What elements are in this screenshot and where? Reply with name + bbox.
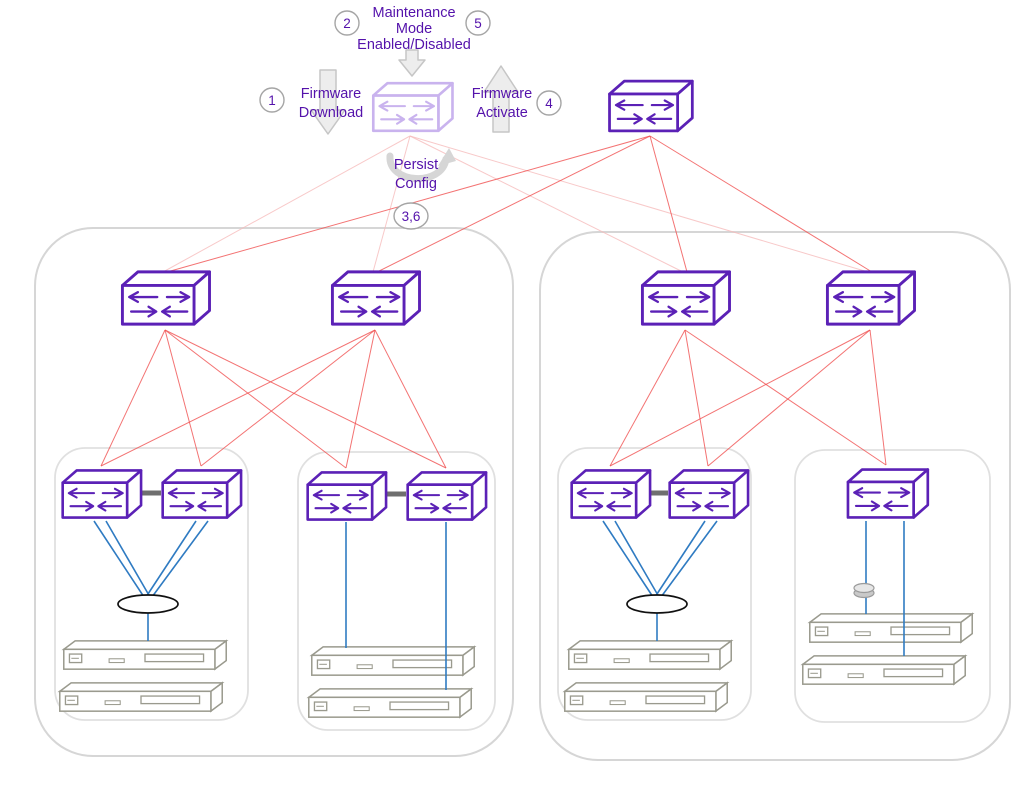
core-uplink-line bbox=[649, 135, 873, 273]
server-link-line bbox=[654, 520, 706, 598]
switches bbox=[61, 79, 930, 521]
label-line: Enabled/Disabled bbox=[357, 37, 471, 53]
server-link-line bbox=[145, 520, 197, 598]
spine-downlink-line bbox=[164, 329, 447, 469]
upgrading-switch-icon bbox=[371, 81, 454, 133]
server-link-line bbox=[151, 520, 209, 598]
persist-config-arrowhead bbox=[438, 148, 456, 166]
badge-number: 2 bbox=[343, 16, 351, 31]
firmware-activate-label: Firmware Activate bbox=[472, 86, 532, 121]
upgrading-uplink-line bbox=[409, 135, 684, 273]
spine-downlink-line bbox=[684, 329, 709, 467]
spine-switch-1-icon bbox=[120, 270, 212, 326]
badge-circle bbox=[334, 10, 360, 36]
server-icon bbox=[809, 613, 973, 643]
persist-config-label: Persist Config bbox=[394, 157, 438, 192]
spine-downlink-lines bbox=[100, 329, 887, 469]
core-switch-icon bbox=[608, 79, 694, 133]
maintenance-mode-label: Maintenance Mode Enabled/Disabled bbox=[357, 5, 471, 53]
disk-icon bbox=[853, 582, 875, 594]
server-link-line bbox=[105, 520, 151, 598]
step-badge-1: 1 bbox=[259, 87, 285, 113]
badge-circle bbox=[465, 10, 491, 36]
leaf-switch-3a-icon bbox=[570, 469, 652, 519]
label-line: Persist bbox=[394, 157, 438, 173]
server-icon bbox=[564, 682, 728, 712]
label-line: Firmware bbox=[472, 86, 532, 102]
spine-downlink-line bbox=[100, 329, 166, 467]
spine-downlink-line bbox=[869, 329, 887, 466]
badge-number: 4 bbox=[545, 96, 553, 111]
server-link-line bbox=[660, 520, 718, 598]
link-aggregation-ellipse bbox=[117, 594, 179, 614]
spine-downlink-line bbox=[609, 329, 686, 467]
spine-downlink-line bbox=[707, 329, 871, 467]
firmware-activate-arrow bbox=[483, 65, 519, 133]
badge-number: 5 bbox=[474, 16, 482, 31]
step-badge-5: 5 bbox=[465, 10, 491, 36]
label-line: Firmware bbox=[301, 86, 361, 102]
server-link-line bbox=[93, 520, 145, 598]
core-uplink-line bbox=[649, 135, 688, 273]
server-link-line bbox=[614, 520, 660, 598]
persist-config-arrow bbox=[386, 152, 450, 183]
badge-circle bbox=[259, 87, 285, 113]
server-link-lines bbox=[93, 520, 905, 690]
spine-downlink-line bbox=[374, 329, 447, 469]
upgrading-uplink-line bbox=[162, 135, 411, 273]
badge-circle bbox=[393, 202, 429, 230]
aggregation-shapes bbox=[117, 582, 875, 614]
upgrading-uplink-line bbox=[372, 135, 411, 273]
spine-downlink-line bbox=[345, 329, 376, 469]
label-line: Maintenance bbox=[372, 5, 455, 21]
spine-downlink-line bbox=[684, 329, 887, 466]
spine-downlink-line bbox=[200, 329, 376, 467]
step-badge-4: 4 bbox=[536, 90, 562, 116]
spine-switch-2-icon bbox=[330, 270, 422, 326]
leaf-switch-3b-icon bbox=[668, 469, 750, 519]
step-badge-2: 2 bbox=[334, 10, 360, 36]
spine-downlink-line bbox=[164, 329, 347, 469]
rack-group-2b bbox=[794, 449, 991, 723]
label-line: Mode bbox=[396, 21, 432, 37]
server-icon bbox=[568, 640, 732, 670]
workflow-annotations: Maintenance Mode Enabled/Disabled Firmwa… bbox=[259, 5, 562, 230]
spine-downlink-line bbox=[164, 329, 202, 467]
server-icon bbox=[308, 688, 472, 718]
spine-switch-3-icon bbox=[640, 270, 732, 326]
server-link-line bbox=[602, 520, 654, 598]
firmware-download-arrow bbox=[310, 69, 346, 135]
spine-downlink-line bbox=[609, 329, 871, 467]
badge-circle bbox=[536, 90, 562, 116]
badge-number: 3,6 bbox=[402, 209, 421, 224]
label-line: Download bbox=[299, 105, 364, 121]
label-line: Activate bbox=[476, 105, 528, 121]
upgrading-uplink-line bbox=[409, 135, 869, 273]
step-badge-3-6: 3,6 bbox=[393, 202, 429, 230]
leaf-switch-2b-icon bbox=[406, 471, 488, 521]
core-uplink-line bbox=[376, 135, 651, 273]
badge-number: 1 bbox=[268, 93, 276, 108]
server-icon bbox=[63, 640, 227, 670]
label-line: Config bbox=[395, 176, 437, 192]
firmware-download-label: Firmware Download bbox=[299, 86, 364, 121]
maintenance-mode-arrow bbox=[398, 49, 426, 77]
spine-downlink-line bbox=[100, 329, 376, 467]
server-icon bbox=[59, 682, 223, 712]
server-icon bbox=[802, 655, 966, 685]
server-icon bbox=[311, 646, 475, 676]
leaf-switch-4-icon bbox=[846, 468, 930, 519]
leaf-switch-2a-icon bbox=[306, 471, 388, 521]
leaf-switch-1a-icon bbox=[61, 469, 143, 519]
core-uplink-lines bbox=[162, 135, 873, 273]
link-aggregation-ellipse bbox=[626, 594, 688, 614]
spine-switch-4-icon bbox=[825, 270, 917, 326]
leaf-switch-1b-icon bbox=[161, 469, 243, 519]
